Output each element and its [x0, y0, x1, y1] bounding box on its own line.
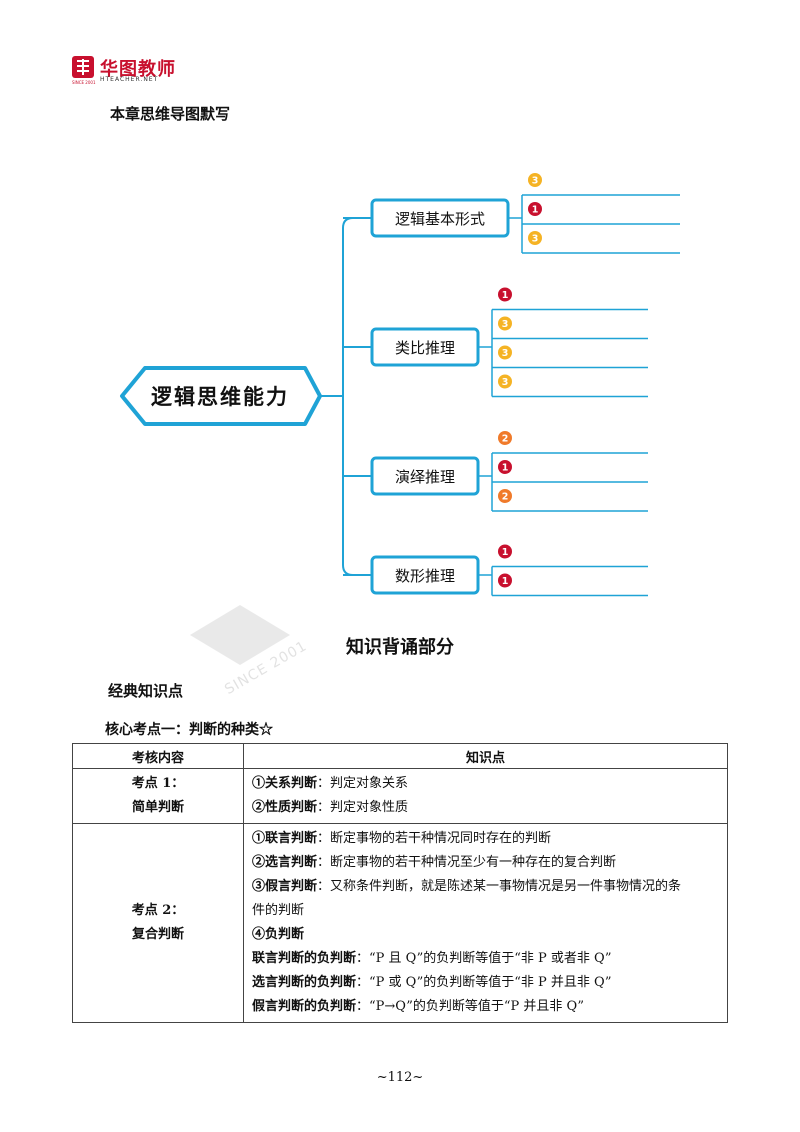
badge-icon: [498, 316, 512, 331]
badge-label: 1: [502, 547, 509, 558]
badge-label: 1: [532, 205, 539, 216]
knowledge-text: ：“P 且 Q”的负判断等值于“非 P 或者非 Q”: [356, 951, 612, 966]
watermark: SINCE 2001: [180, 605, 330, 705]
knowledge-text: ：判定对象性质: [317, 800, 409, 815]
knowledge-term: ②性质判断: [252, 800, 318, 815]
header-cell-content: 考核内容: [72, 743, 244, 769]
knowledge-text: ：又称条件判断，就是陈述某一事物情况是另一件事物情况的条: [317, 879, 682, 894]
badge-label: 3: [532, 234, 539, 245]
core-title: 核心考点一：判断的种类☆: [105, 722, 273, 738]
badge-icon: [498, 489, 512, 503]
knowledge-line: ①关系判断：判定对象关系: [252, 772, 719, 796]
table-cell-topic: 考点 2： 复合判断: [72, 823, 244, 1023]
branch-label: 数形推理: [395, 567, 455, 585]
badge-icon: [498, 431, 512, 445]
watermark-logo-icon: [190, 605, 290, 665]
badge-icon: [498, 345, 512, 360]
badge-icon: [498, 460, 512, 474]
badge-icon: [498, 374, 512, 389]
knowledge-text: ：断定事物的若干种情况同时存在的判断: [317, 831, 552, 846]
section-title: 本章思维导图默写: [110, 105, 231, 123]
knowledge-term: ①关系判断: [252, 776, 318, 791]
topic-label: 复合判断: [131, 927, 184, 942]
knowledge-term: 假言判断的负判断: [252, 999, 357, 1014]
brand-name: 华图教师: [100, 59, 176, 80]
knowledge-line: 假言判断的负判断：“P→Q”的负判断等值于“P 并且非 Q”: [252, 995, 719, 1019]
mind-map: 逻辑思维能力 逻辑基本形式 3 1 3 类比推理 1 3 3 3 演绎推理 2 1 2 数形推理 1 1: [120, 173, 680, 597]
knowledge-term: ③假言判断: [252, 879, 318, 894]
brand-sub: HTEACHER.NET: [100, 76, 159, 83]
table-cell-topic: 考点 1： 简单判断: [72, 768, 244, 824]
badge-icon: [498, 544, 512, 559]
table-header-row: 考核内容 知识点: [72, 743, 728, 769]
badge-label: 1: [502, 290, 509, 301]
page-number: ~112~: [376, 1070, 424, 1085]
badge-label: 3: [502, 319, 509, 330]
badge-icon: [498, 573, 512, 588]
topic-label: 简单判断: [131, 800, 184, 815]
classic-title: 经典知识点: [108, 682, 184, 700]
badge-icon: [528, 173, 542, 187]
knowledge-line: 选言判断的负判断：“P 或 Q”的负判断等值于“非 P 并且非 Q”: [252, 971, 719, 995]
knowledge-line: ①联言判断：断定事物的若干种情况同时存在的判断: [252, 827, 719, 851]
branch-label: 逻辑基本形式: [395, 210, 485, 228]
badge-icon: [498, 287, 512, 302]
knowledge-term: ④负判断: [252, 927, 305, 942]
knowledge-line: ③假言判断：又称条件判断，就是陈述某一事物情况是另一件事物情况的条: [252, 875, 719, 899]
root-node: [120, 366, 322, 426]
knowledge-line: 件的判断: [252, 899, 719, 923]
logo-mark-icon: [72, 56, 94, 78]
knowledge-term: ②选言判断: [252, 855, 318, 870]
knowledge-term: 选言判断的负判断: [252, 975, 357, 990]
badge-label: 1: [502, 576, 509, 587]
knowledge-line: ④负判断: [252, 923, 719, 947]
knowledge-line: 联言判断的负判断：“P 且 Q”的负判断等值于“非 P 或者非 Q”: [252, 947, 719, 971]
knowledge-line: ②性质判断：判定对象性质: [252, 796, 719, 820]
root-label: 逻辑思维能力: [151, 385, 289, 409]
topic-label: 考点 2：: [131, 903, 185, 918]
badge-icon: [528, 231, 542, 245]
knowledge-title: 知识背诵部分: [346, 637, 454, 658]
brand-since: SINCE 2001: [72, 80, 96, 85]
knowledge-line: ②选言判断：断定事物的若干种情况至少有一种存在的复合判断: [252, 851, 719, 875]
badge-label: 3: [502, 348, 509, 359]
branch-label: 演绎推理: [395, 468, 455, 486]
badge-label: 2: [502, 434, 509, 445]
knowledge-text: ：判定对象关系: [317, 776, 409, 791]
badge-label: 2: [502, 492, 509, 503]
knowledge-term: 联言判断的负判断: [252, 951, 357, 966]
badge-icon: [528, 202, 542, 216]
knowledge-text: ：断定事物的若干种情况至少有一种存在的复合判断: [317, 855, 617, 870]
brand-logo: 华图教师 HTEACHER.NET SINCE 2001: [72, 56, 192, 86]
knowledge-text: ：“P 或 Q”的负判断等值于“非 P 并且非 Q”: [356, 975, 612, 990]
header-cell-knowledge: 知识点: [243, 743, 728, 769]
badge-label: 3: [532, 176, 539, 187]
branch-label: 类比推理: [395, 339, 455, 357]
knowledge-term: ①联言判断: [252, 831, 318, 846]
spine-line: [342, 217, 354, 576]
knowledge-text: ：“P→Q”的负判断等值于“P 并且非 Q”: [356, 999, 585, 1014]
knowledge-text: 件的判断: [252, 903, 305, 918]
badge-label: 1: [502, 463, 509, 474]
topic-label: 考点 1：: [131, 776, 185, 791]
badge-label: 3: [502, 377, 509, 388]
